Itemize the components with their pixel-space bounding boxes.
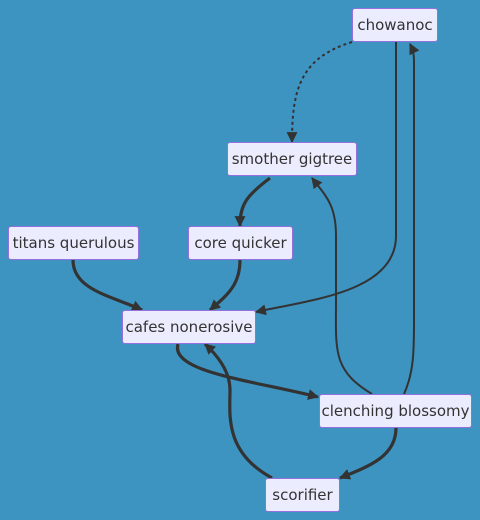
edge-smother-gigtree-to-core-quicker xyxy=(234,176,271,228)
edge-scorifier-to-cafes-nonerosive xyxy=(203,342,273,480)
node-core-quicker[interactable]: core quicker xyxy=(188,226,293,260)
edge-core-quicker-to-cafes-nonerosive xyxy=(208,259,242,312)
edge-clenching-blossomy-to-chowanoc xyxy=(403,43,420,395)
edge-chowanoc-to-cafes-nonerosive xyxy=(254,42,397,316)
edge-clenching-blossomy-to-smother-gigtree xyxy=(311,177,373,395)
node-titans-querulous[interactable]: titans querulous xyxy=(8,226,139,260)
edge-chowanoc-to-smother-gigtree xyxy=(286,41,353,144)
node-chowanoc[interactable]: chowanoc xyxy=(352,8,438,42)
node-scorifier[interactable]: scorifier xyxy=(265,478,340,512)
edge-clenching-blossomy-to-scorifier xyxy=(338,427,398,480)
node-smother-gigtree[interactable]: smother gigtree xyxy=(227,142,357,176)
node-cafes-nonerosive[interactable]: cafes nonerosive xyxy=(122,310,256,344)
edge-titans-querulous-to-cafes-nonerosive xyxy=(71,259,143,312)
edge-cafes-nonerosive-to-clenching-blossomy xyxy=(175,343,320,400)
node-clenching-blossomy[interactable]: clenching blossomy xyxy=(319,394,472,428)
